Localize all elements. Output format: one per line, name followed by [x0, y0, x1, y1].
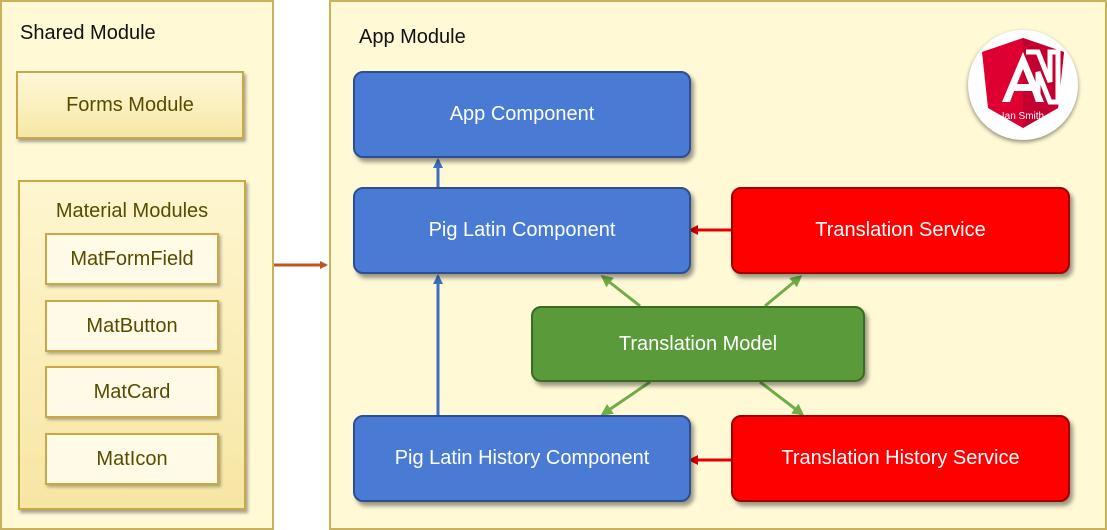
app-component-label: App Component: [449, 103, 595, 125]
translation-service-box: Translation Service: [731, 187, 1070, 274]
model-to-history-arrow: [600, 380, 651, 416]
translation-history-service-box: Translation History Service: [731, 415, 1070, 502]
mat-form-field-box: MatFormField: [45, 233, 219, 285]
translation-model-box: Translation Model: [531, 306, 865, 382]
pig-latin-history-component-label: Pig Latin History Component: [394, 447, 650, 469]
pig-latin-history-component-box: Pig Latin History Component: [353, 415, 691, 502]
mat-card-label: MatCard: [93, 380, 171, 403]
mat-card-box: MatCard: [45, 366, 219, 418]
logo-caption: Ian Smith: [1001, 111, 1045, 122]
translation-model-label: Translation Model: [618, 332, 778, 355]
angular-shield-icon: [982, 38, 1064, 128]
material-modules-title: Material Modules: [55, 200, 209, 222]
forms-module-box: Forms Module: [16, 71, 244, 139]
model-to-pig-latin-arrow: [600, 275, 641, 308]
pig-latin-component-label: Pig Latin Component: [428, 219, 616, 241]
shared-module-title: Shared Module: [20, 22, 156, 44]
mat-form-field-label: MatFormField: [70, 247, 194, 270]
angular-logo: [968, 30, 1078, 140]
pig-latin-component-box: Pig Latin Component: [353, 187, 691, 274]
translation-service-label: Translation Service: [815, 219, 986, 241]
forms-module-label: Forms Module: [66, 93, 194, 116]
mat-icon-label: MatIcon: [96, 447, 168, 470]
mat-icon-box: MatIcon: [45, 433, 219, 485]
mat-button-box: MatButton: [45, 300, 219, 352]
app-component-box: App Component: [353, 71, 691, 158]
model-to-history-service-arrow: [759, 380, 805, 416]
app-module-title: App Module: [359, 26, 466, 48]
translation-history-service-label: Translation History Service: [781, 447, 1020, 469]
mat-button-label: MatButton: [86, 314, 178, 337]
model-to-service-arrow: [764, 275, 803, 308]
